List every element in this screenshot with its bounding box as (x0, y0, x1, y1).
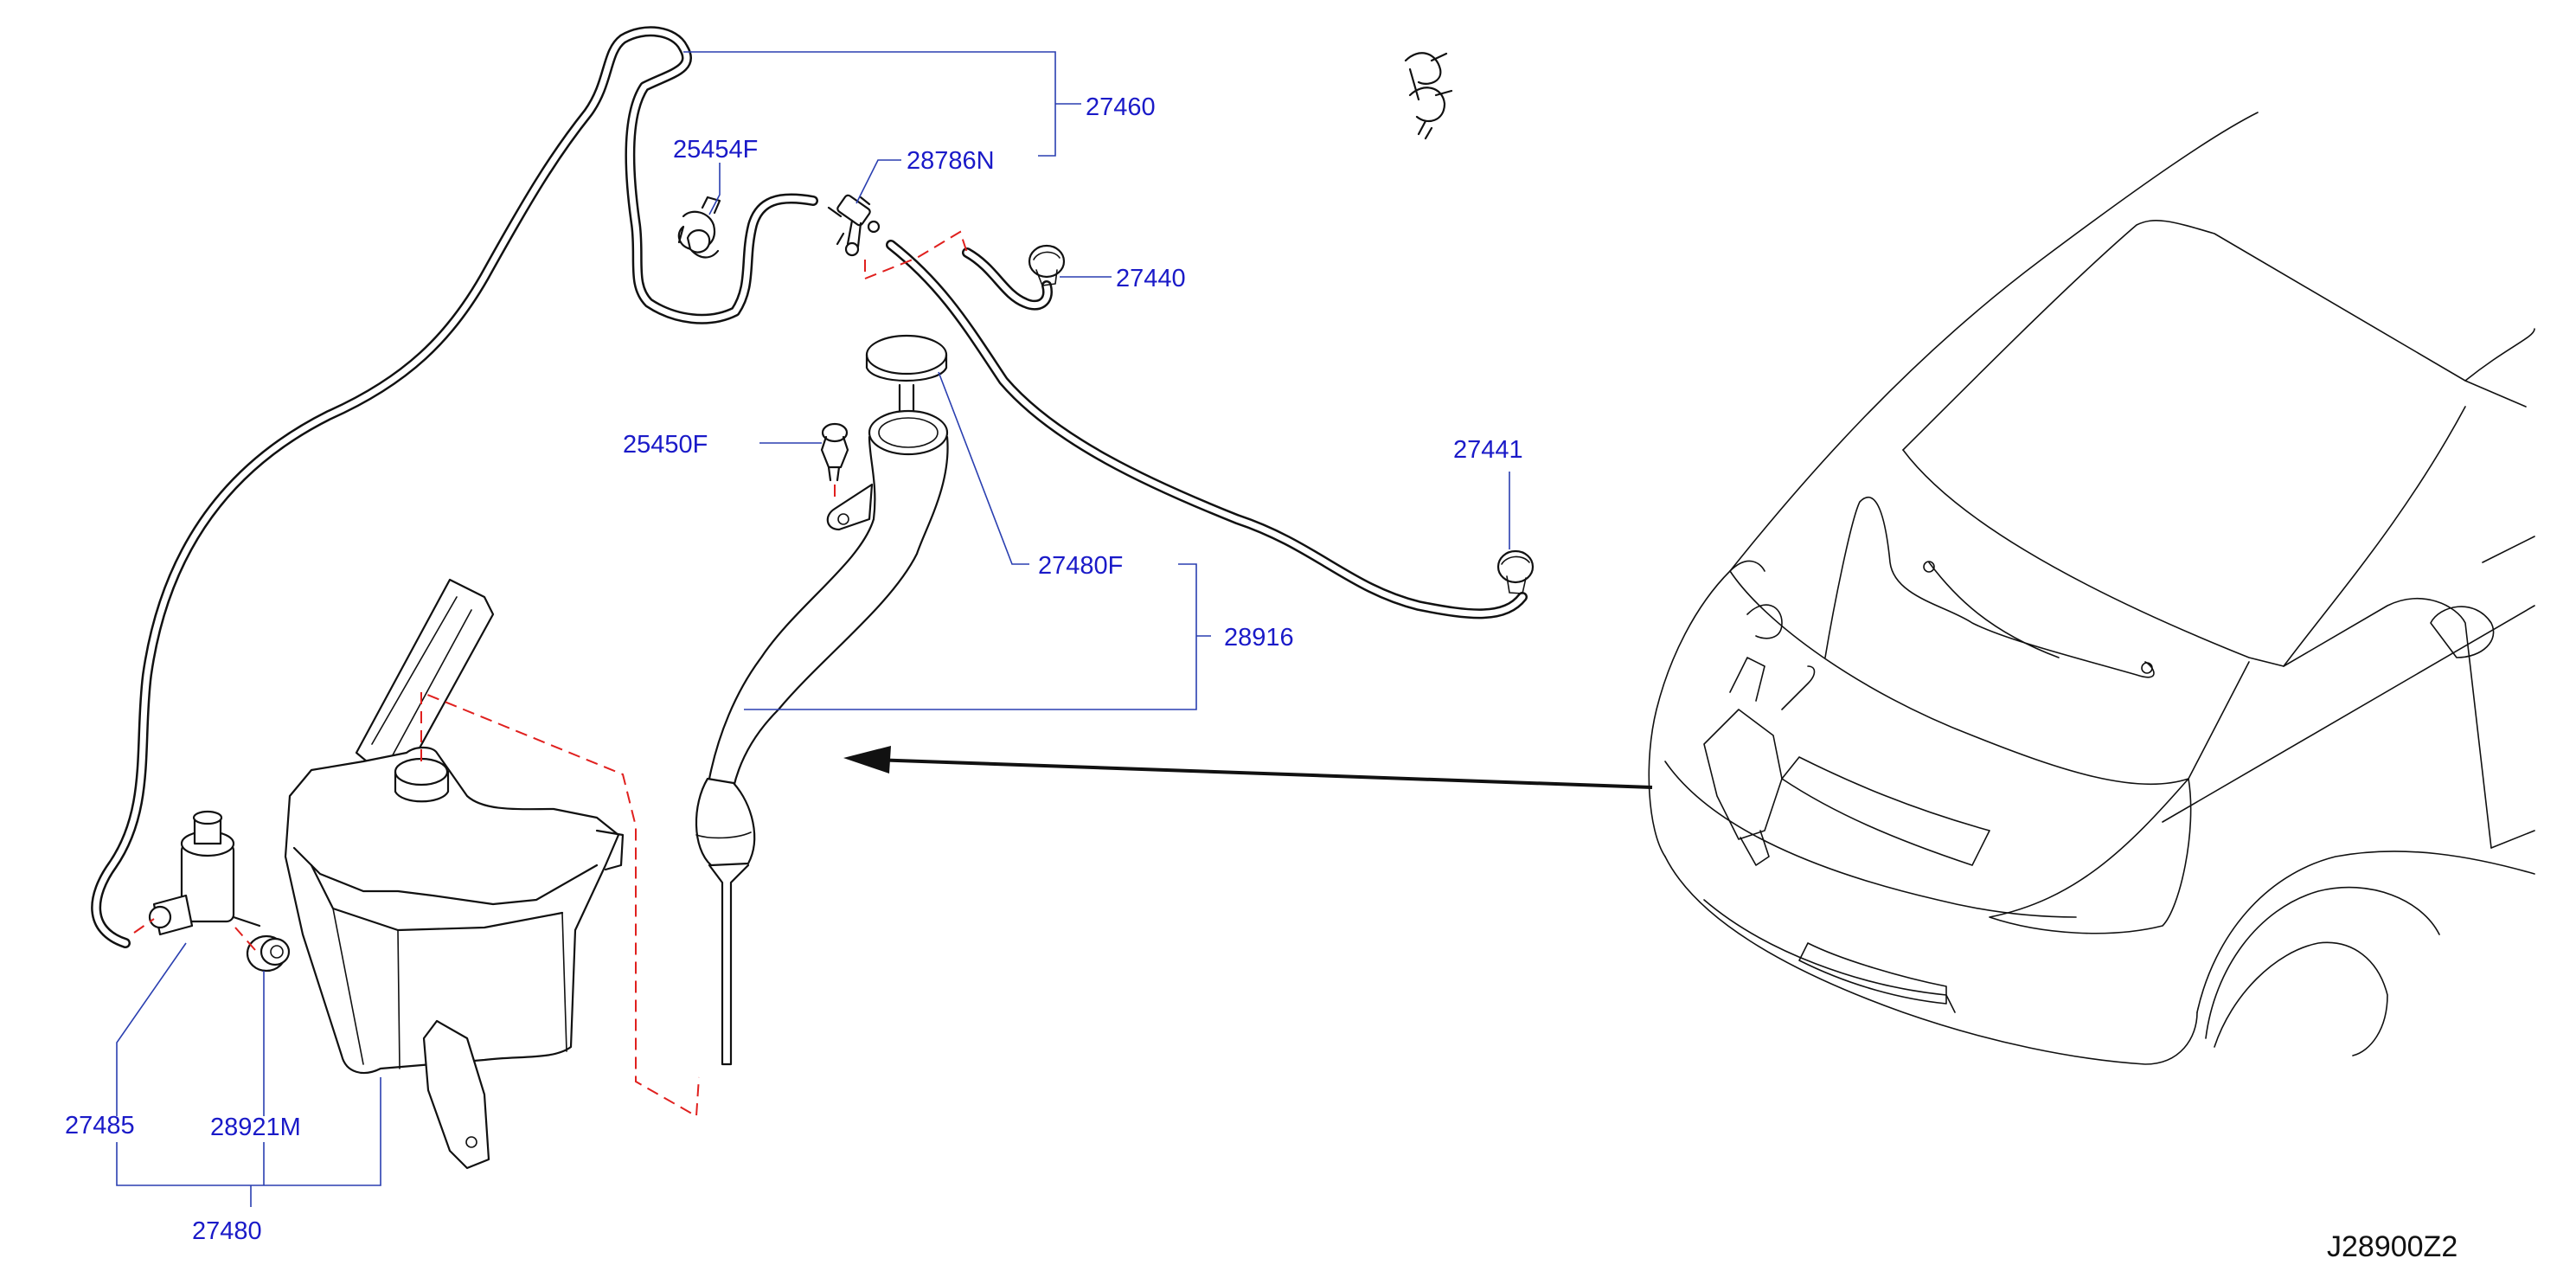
label-27440: 27440 (1116, 265, 1186, 292)
vehicle-outline (1648, 112, 2535, 1065)
leader-lines (116, 51, 1510, 1207)
label-27480: 27480 (192, 1217, 262, 1245)
label-27460: 27460 (1086, 93, 1156, 121)
nozzle-27440 (1028, 244, 1066, 286)
washer-tank-27480 (284, 578, 625, 1170)
location-arrow (843, 746, 1653, 789)
clip-25450F (820, 422, 849, 482)
part-labels: 27460 25454F 28786N 27440 27441 25450F 2… (65, 93, 1523, 1245)
clip-25454F (677, 196, 721, 259)
nozzle-27441 (1496, 549, 1535, 594)
label-25450F: 25450F (623, 431, 708, 459)
label-28786N: 28786N (907, 147, 995, 175)
grommet-28921M (246, 934, 291, 973)
washer-hose (91, 26, 1528, 948)
label-27441: 27441 (1453, 436, 1523, 464)
filler-neck-28916 (695, 334, 949, 1066)
diagram-reference-id: J28900Z2 (2327, 1230, 2457, 1263)
alignment-dashes (133, 230, 968, 1118)
washer-pump-27485 (148, 810, 261, 936)
hose-clip-top (1404, 52, 1453, 140)
label-28916: 28916 (1224, 624, 1294, 652)
label-28921M: 28921M (210, 1114, 301, 1141)
label-25454F: 25454F (673, 136, 758, 164)
check-valve-28786N (827, 194, 881, 257)
label-27485: 27485 (65, 1112, 135, 1140)
label-27480F: 27480F (1038, 552, 1123, 580)
